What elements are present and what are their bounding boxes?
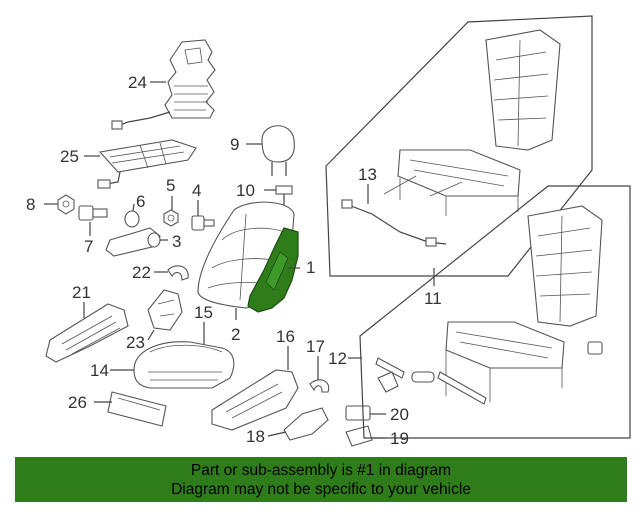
part-9-headrest[interactable] bbox=[261, 125, 295, 176]
callout-3: 3 bbox=[172, 232, 181, 251]
callout-21: 21 bbox=[72, 283, 91, 302]
callout-8: 8 bbox=[26, 195, 35, 214]
part-26-trim[interactable] bbox=[107, 391, 167, 427]
callout-9: 9 bbox=[230, 135, 239, 154]
callout-18: 18 bbox=[246, 427, 265, 446]
callout-24: 24 bbox=[128, 73, 147, 92]
banner-line-1: Part or sub-assembly is #1 in diagram bbox=[190, 462, 452, 479]
part-4-bolt[interactable] bbox=[191, 215, 215, 231]
callout-1: 1 bbox=[306, 258, 315, 277]
part-21-side-trim[interactable] bbox=[45, 303, 129, 363]
part-7-bolt[interactable] bbox=[78, 205, 108, 221]
callout-19: 19 bbox=[390, 429, 409, 448]
part-13-cable[interactable] bbox=[341, 199, 447, 247]
part-1-seatback-pad-highlighted[interactable] bbox=[247, 227, 299, 313]
part-3-recliner-cover[interactable] bbox=[105, 227, 161, 257]
callout-11: 11 bbox=[424, 289, 442, 308]
callout-2: 2 bbox=[231, 325, 240, 344]
callout-labels: 1 2 3 4 5 6 7 8 9 10 11 12 13 14 15 16 1… bbox=[26, 73, 442, 448]
callout-17: 17 bbox=[306, 337, 325, 356]
part-19-knob[interactable] bbox=[345, 425, 373, 447]
callout-10: 10 bbox=[236, 181, 255, 200]
callout-13: 13 bbox=[358, 165, 377, 184]
part-16-side-cover[interactable] bbox=[211, 369, 299, 431]
callout-6: 6 bbox=[136, 192, 145, 211]
part-8-bolt[interactable] bbox=[57, 194, 75, 215]
part-23-bracket[interactable] bbox=[147, 289, 183, 331]
part-12-frame-assembly[interactable] bbox=[359, 185, 631, 439]
part-25-cushion-heater[interactable] bbox=[97, 139, 197, 189]
part-5-nut[interactable] bbox=[163, 209, 179, 227]
part-14-cushion-pad[interactable] bbox=[133, 341, 235, 389]
part-20-switch[interactable] bbox=[345, 405, 371, 421]
part-17-clip[interactable] bbox=[309, 379, 330, 393]
callout-14: 14 bbox=[90, 361, 109, 380]
callout-25: 25 bbox=[60, 147, 79, 166]
callout-26: 26 bbox=[68, 393, 87, 412]
callout-22: 22 bbox=[132, 263, 151, 282]
callout-15: 15 bbox=[194, 303, 213, 322]
part-12-hardware bbox=[375, 357, 487, 405]
callout-4: 4 bbox=[192, 181, 201, 200]
part-15-cushion-cover[interactable] bbox=[149, 344, 223, 353]
part-22-clip[interactable] bbox=[167, 265, 189, 281]
callout-20: 20 bbox=[390, 405, 409, 424]
part-11-frame-assembly[interactable] bbox=[325, 15, 593, 277]
callout-23: 23 bbox=[126, 333, 145, 352]
callout-7: 7 bbox=[84, 237, 93, 256]
part-6-cap[interactable] bbox=[124, 210, 140, 228]
callout-16: 16 bbox=[276, 327, 295, 346]
banner-line-2: Diagram may not be specific to your vehi… bbox=[171, 481, 471, 498]
seat-parts-diagram: 1 2 3 4 5 6 7 8 9 10 11 12 13 14 15 16 1… bbox=[26, 15, 631, 448]
part-24-heater-pad[interactable] bbox=[111, 39, 216, 130]
callout-12: 12 bbox=[328, 349, 347, 368]
info-banner: Part or sub-assembly is #1 in diagram Di… bbox=[15, 457, 627, 502]
part-18-bracket[interactable] bbox=[283, 407, 329, 441]
callout-5: 5 bbox=[166, 176, 175, 195]
